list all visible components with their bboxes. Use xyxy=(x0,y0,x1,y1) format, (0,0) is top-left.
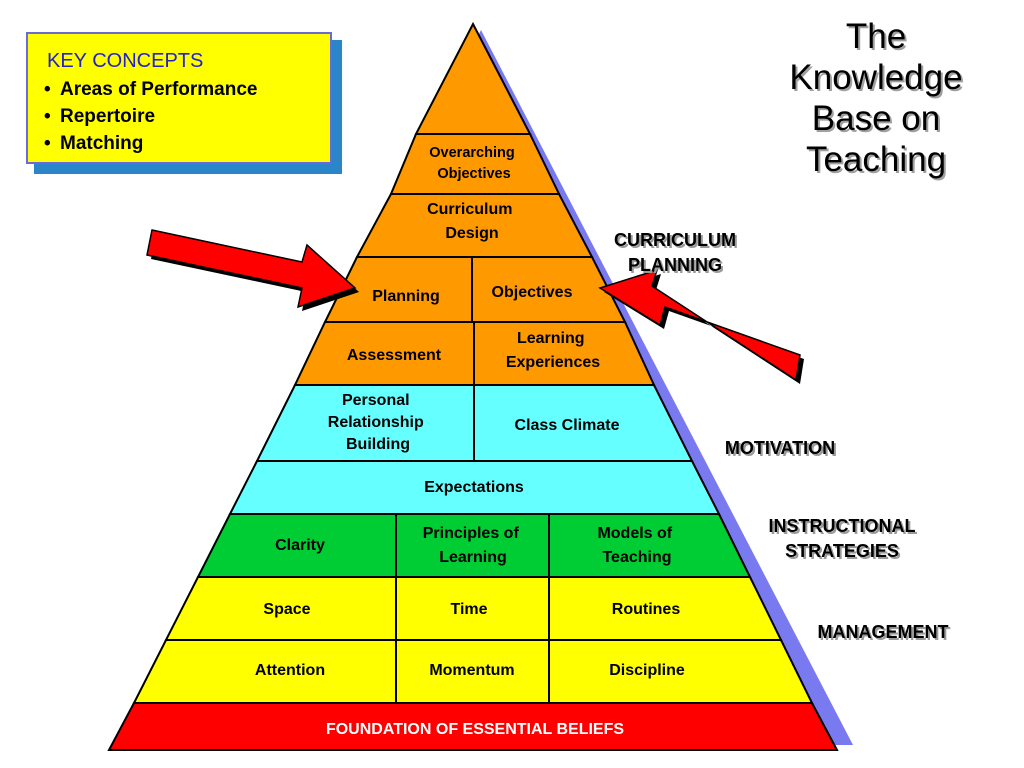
cell-momentum: Momentum xyxy=(429,662,514,679)
cell-space: Space xyxy=(263,601,310,618)
label-management: MANAGEMENT xyxy=(817,622,949,642)
cell-principles-of-learning: Principles of Learning xyxy=(423,525,523,566)
cell-expectations: Expectations xyxy=(424,479,524,496)
cell-personal-relationship-building: Personal Relationship Building xyxy=(328,392,428,453)
arrow-right-icon xyxy=(146,229,359,311)
key-concepts-title: KEY CONCEPTS xyxy=(47,50,204,72)
key-concept-item: •Areas of Performance xyxy=(44,79,258,100)
layer-overarching-objectives xyxy=(414,21,532,135)
key-concept-item: •Repertoire xyxy=(44,106,156,127)
arrow-left-icon xyxy=(598,268,804,384)
cell-time: Time xyxy=(450,601,487,618)
layer-foundation xyxy=(107,702,839,751)
cell-attention: Attention xyxy=(255,662,325,679)
cell-models-of-teaching: Models of Teaching xyxy=(597,525,676,566)
cell-routines: Routines xyxy=(612,601,681,618)
foundation-label: FOUNDATION OF ESSENTIAL BELIEFS xyxy=(326,721,624,738)
key-concept-item: •Matching xyxy=(44,133,144,154)
cell-discipline: Discipline xyxy=(609,662,685,679)
cell-class-climate: Class Climate xyxy=(515,417,620,434)
slide-title: The Knowledge Base on Teaching xyxy=(789,17,963,179)
cell-planning: Planning xyxy=(372,288,440,305)
layer-overarching-objectives-lower xyxy=(389,133,561,195)
cell-assessment: Assessment xyxy=(347,347,442,364)
cell-overarching-objectives: Overarching Objectives xyxy=(429,145,518,182)
cell-learning-experiences: Learning Experiences xyxy=(506,330,600,371)
cell-clarity: Clarity xyxy=(275,537,325,554)
layer-planning-objectives xyxy=(323,256,627,323)
cell-curriculum-design: Curriculum Design xyxy=(427,201,517,242)
cell-objectives: Objectives xyxy=(492,284,573,301)
label-instructional-strategies: INSTRUCTIONAL STRATEGIES xyxy=(768,516,916,561)
key-concepts-box: KEY CONCEPTS •Areas of Performance •Repe… xyxy=(26,32,332,164)
label-curriculum-planning: CURRICULUM PLANNING xyxy=(614,230,736,275)
label-motivation: MOTIVATION xyxy=(724,438,836,458)
